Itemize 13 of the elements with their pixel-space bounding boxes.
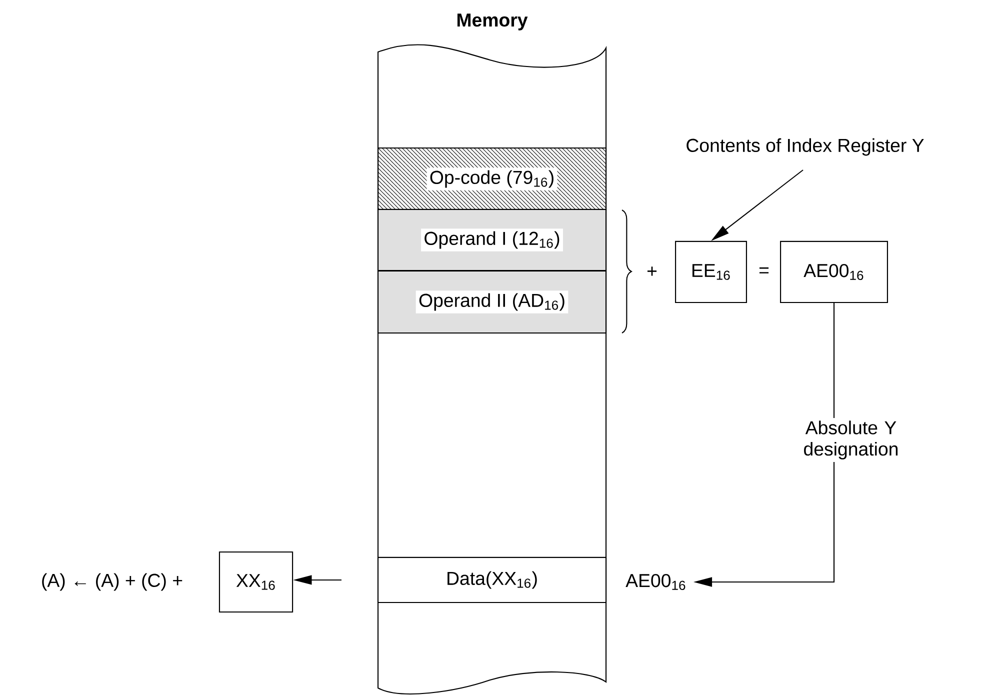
- operand-band: Operand I (12$_{16}$): [377, 208, 607, 272]
- data-band: Data(XX$_{16}$): [377, 556, 607, 604]
- operand-band: Operand II (AD$_{16}$): [377, 270, 607, 334]
- value-box: EE$_{16}$: [675, 240, 747, 304]
- annotation-text: AE00$_{16}$: [626, 574, 686, 590]
- value-box: AE00$_{16}$: [780, 240, 888, 304]
- value-box: XX$_{16}$: [218, 551, 294, 613]
- operator-text: =: [759, 267, 769, 274]
- annotation-text: Contents of Index Register Y: [686, 138, 924, 156]
- operator-text: (A) ← (A) + (C) +: [42, 573, 182, 591]
- operator-text: +: [647, 266, 657, 276]
- node-label: Memory: [457, 14, 528, 30]
- edge-label: Absolute Y designation: [804, 420, 898, 460]
